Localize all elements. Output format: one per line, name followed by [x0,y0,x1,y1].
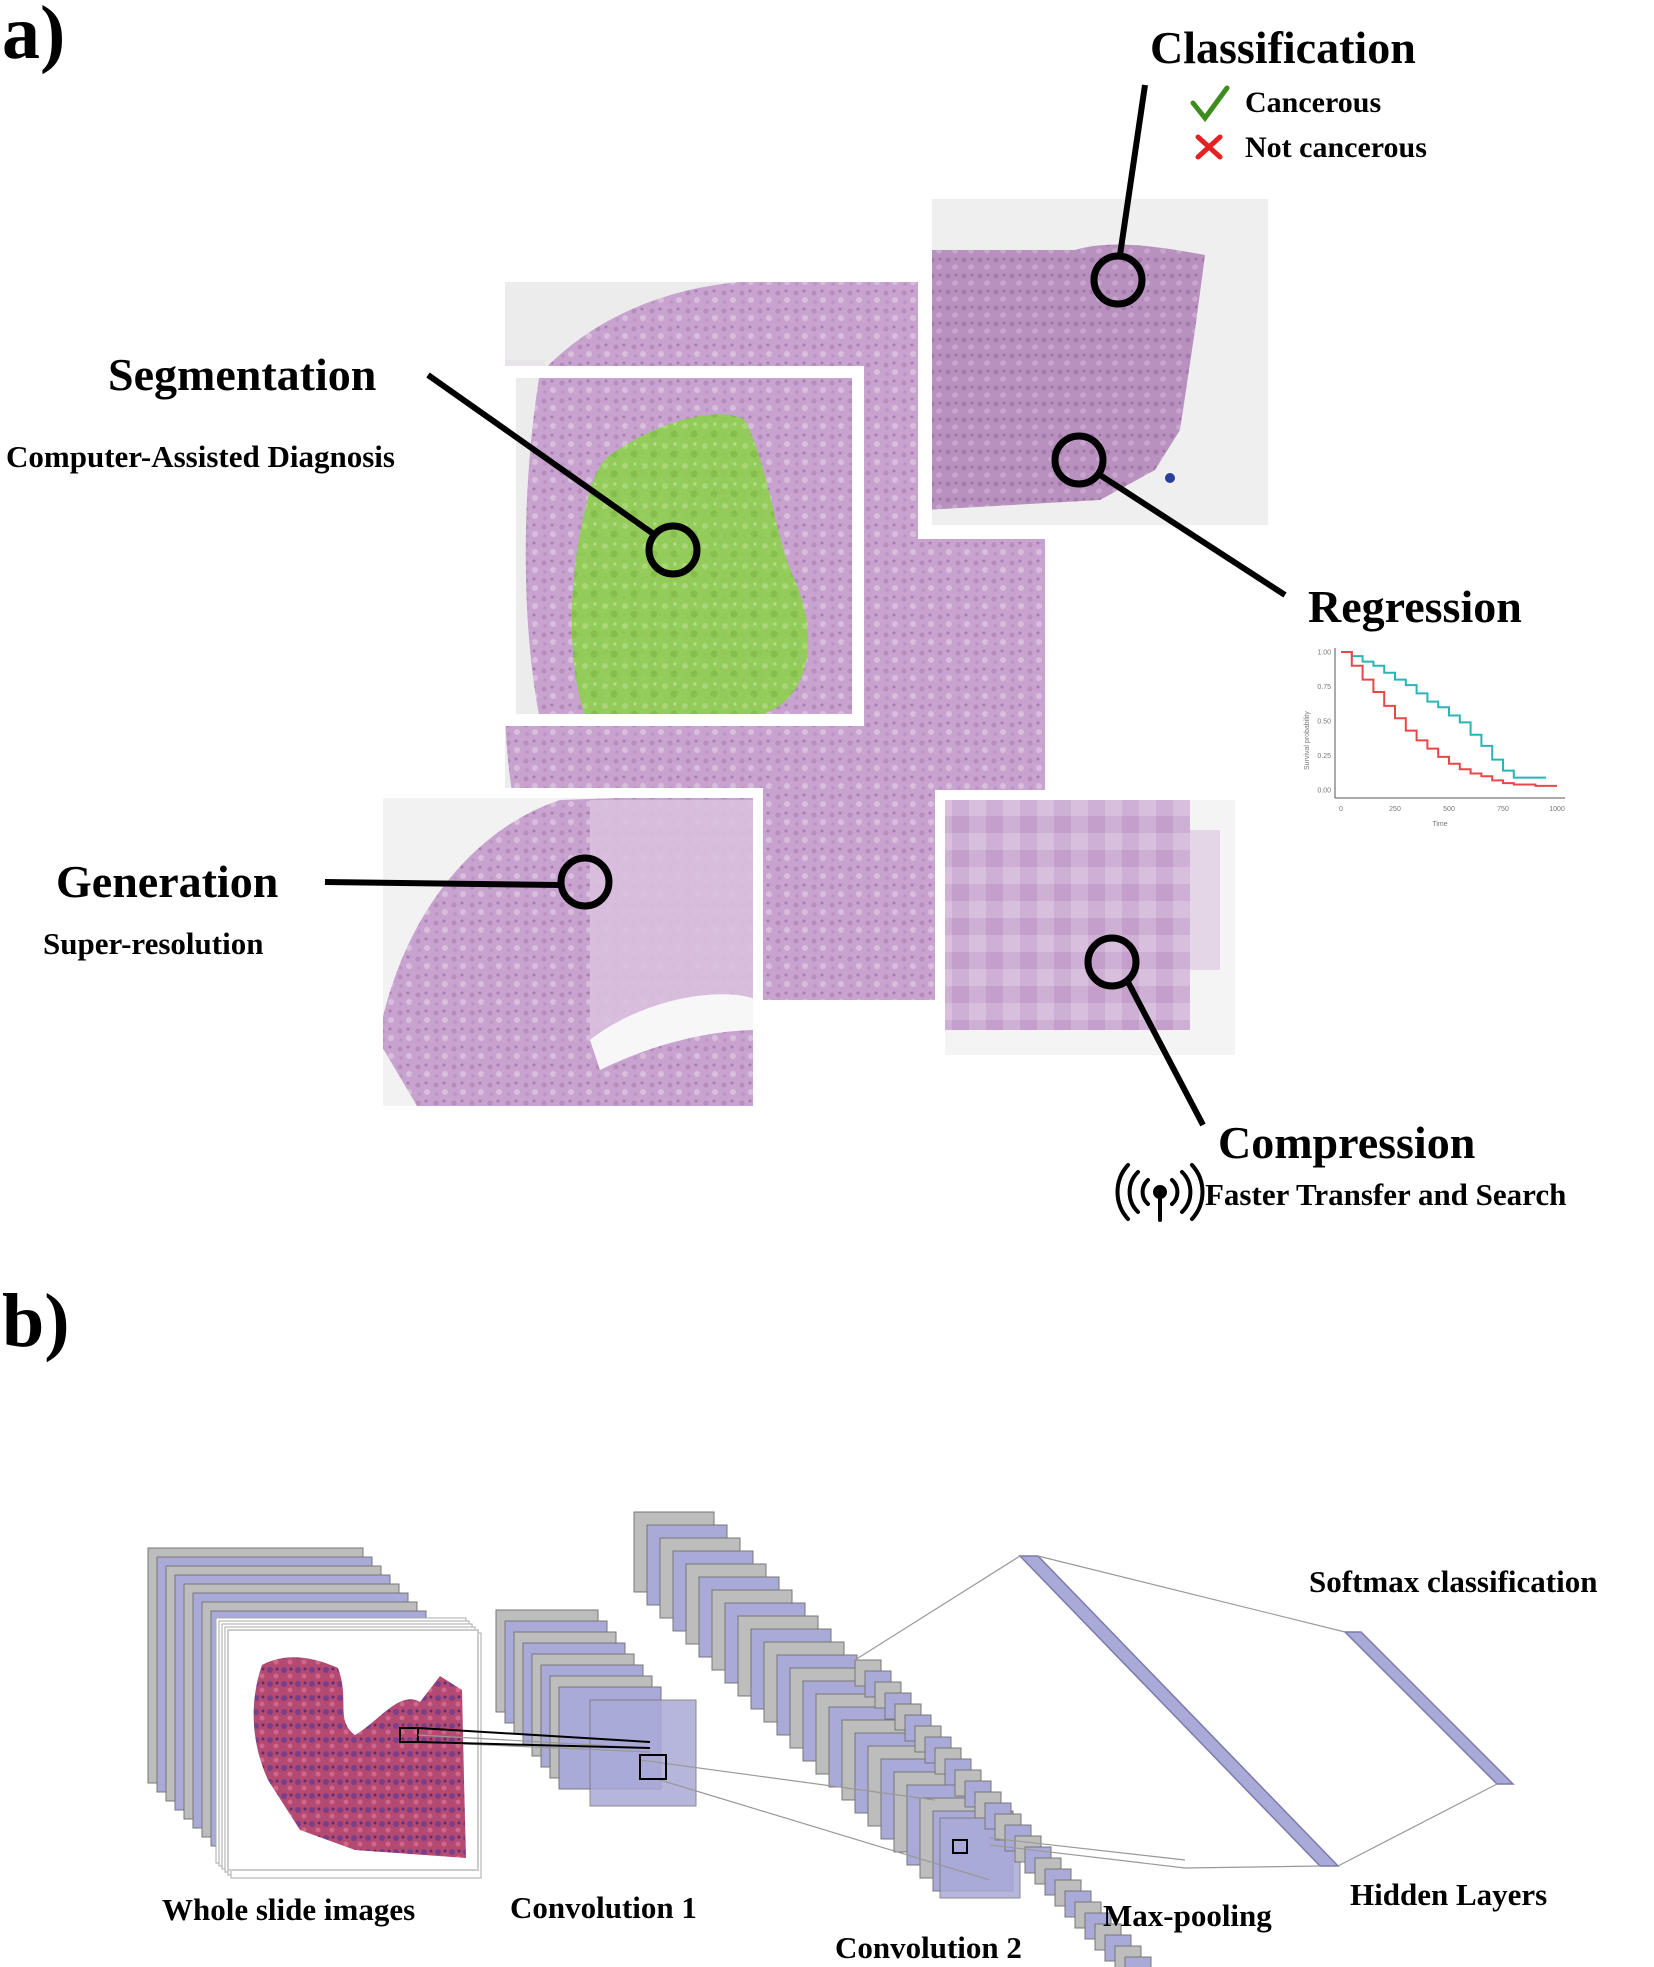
y-tick-label: 0.25 [1317,753,1331,760]
compression-title: Compression [1218,1117,1475,1168]
y-tick-label: 0.50 [1317,719,1331,726]
pool-map [1124,1956,1152,1967]
y-tick-label: 1.00 [1317,650,1331,657]
callout-circles [557,252,1146,990]
survival-curve-1 [1341,651,1547,779]
hidden-layer-bar [1018,1555,1340,1867]
x-axis-title: Time [1432,821,1447,828]
slide-tissue [253,1657,466,1858]
segmentation-title: Segmentation [108,349,376,400]
survival-curve-2 [1341,651,1557,787]
segmentation-subtitle: Computer-Assisted Diagnosis [6,439,395,474]
generation-title: Generation [56,856,278,907]
y-tick-label: 0.00 [1317,788,1331,795]
label-convolution-1: Convolution 1 [510,1890,697,1925]
x-tick-label: 250 [1389,806,1401,813]
classification-item-cancerous: Cancerous [1245,86,1381,119]
x-tick-label: 750 [1497,806,1509,813]
cross-icon [1195,134,1223,160]
x-tick-label: 1000 [1549,806,1565,813]
broadcast-antenna-icon [1115,1163,1205,1222]
x-tick-label: 500 [1443,806,1455,813]
maxpool-stack [854,1659,1152,1967]
compression-subtitle: Faster Transfer and Search [1205,1177,1566,1212]
whole-slide-front [227,1629,479,1871]
callout-lines [324,84,1287,1127]
label-softmax-classification: Softmax classification [1309,1564,1597,1599]
generation-crop [373,788,763,1116]
x-tick-label: 0 [1339,806,1343,813]
kernel-boxes [639,1754,968,1854]
label-convolution-2: Convolution 2 [835,1930,1022,1965]
connection-lines [417,1555,1498,1881]
conv1-map [589,1699,697,1807]
segmentation-crop [504,366,864,726]
generation-subtitle: Super-resolution [43,926,263,961]
label-whole-slide-images: Whole slide images [162,1892,415,1927]
survival-plot: 1.00 0.75 0.50 0.25 0.00 0 250 500 750 1000 Surv… [1304,648,1565,828]
classification-item-not-cancerous: Not cancerous [1245,131,1427,164]
panel-a-label: a) [2,0,65,75]
classification-crop [918,185,1282,539]
check-icon [1190,85,1230,123]
label-max-pooling: Max-pooling [1103,1898,1272,1933]
panel-b-label: b) [2,1279,70,1363]
y-axis-title: Survival probability [1304,711,1311,770]
softmax-bar [1343,1631,1515,1785]
regression-title: Regression [1308,581,1522,632]
y-tick-label: 0.75 [1317,684,1331,691]
classification-title: Classification [1150,22,1416,73]
compression-crop [935,790,1245,1065]
label-hidden-layers: Hidden Layers [1350,1877,1547,1912]
